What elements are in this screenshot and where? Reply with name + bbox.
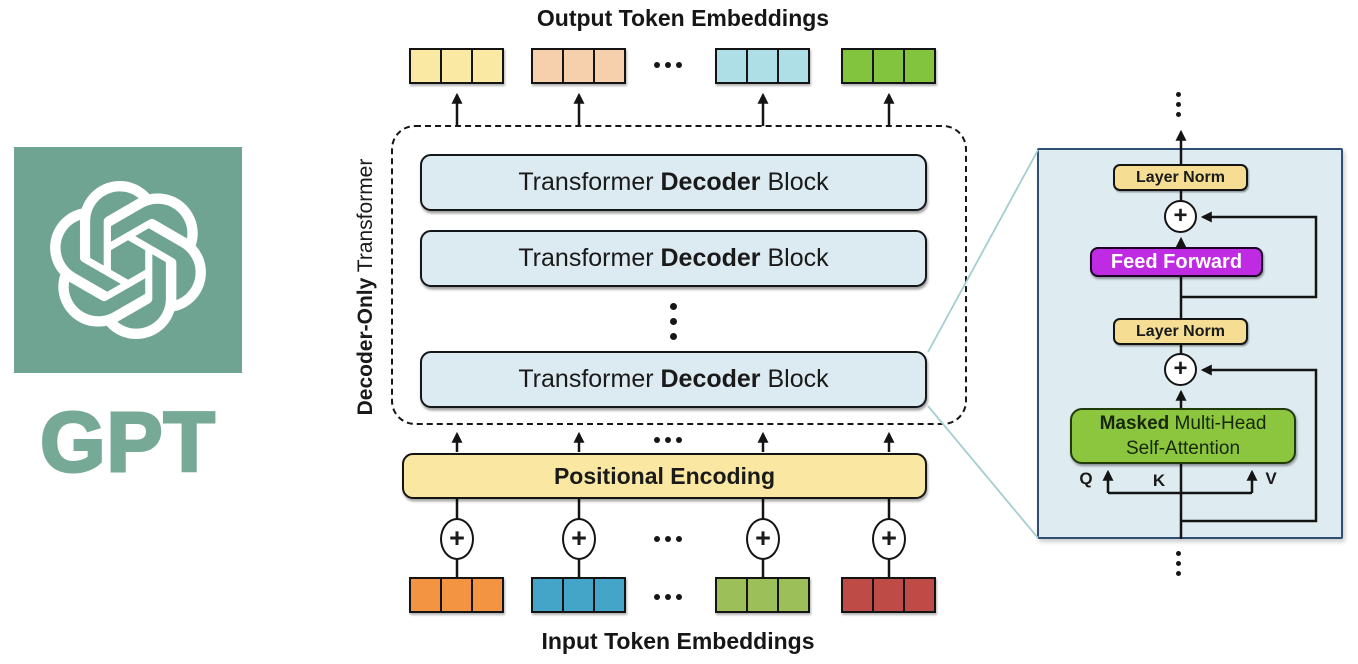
token-cell [440,579,471,611]
block-text-suffix: Block [760,365,829,393]
token-cell [746,50,777,82]
transformer-decoder-block-n: Transformer Decoder Block [420,351,927,408]
add-positional-encoding-4: + [872,518,906,560]
token-cell [411,579,440,611]
input-token-embedding-1 [409,577,504,613]
vertical-ellipsis-icon [1176,92,1181,117]
zoom-lens-lines [927,149,1039,539]
vertical-ellipsis-icon [1176,551,1181,576]
transformer-decoder-block-1: Transformer Decoder Block [420,154,927,211]
layer-norm-bottom: Layer Norm [1113,318,1248,345]
output-token-embedding-4 [841,48,936,84]
container-label-bold: Decoder-Only [354,277,377,416]
output-token-embedding-2 [531,48,626,84]
token-cell [872,50,903,82]
block-text-bold: Decoder [660,168,761,196]
query-label: Q [1079,469,1093,488]
block-text-bold: Decoder [660,244,761,272]
token-cell [717,579,746,611]
add-positional-encoding-2: + [562,518,596,560]
residual-connection-bottom [1181,364,1318,523]
vertical-ellipsis-icon [670,303,677,340]
attention-text-rest: Multi-Head [1169,413,1267,434]
token-cell [471,579,502,611]
token-cell [411,50,440,82]
block-text-prefix: Transformer [518,168,661,196]
openai-logo-square [14,147,242,373]
input-token-embedding-4 [841,577,936,613]
block-text-suffix: Block [760,168,829,196]
transformer-decoder-block-2: Transformer Decoder Block [420,230,927,287]
residual-connection-top [1181,211,1318,299]
token-cell [843,579,872,611]
residual-add-top: + [1164,200,1197,233]
token-cell [533,579,562,611]
layer-norm-top: Layer Norm [1113,164,1248,191]
container-label-regular: Transformer [354,158,377,278]
token-cell [872,579,903,611]
token-cell [562,50,593,82]
input-token-embedding-3 [715,577,810,613]
decoder-only-transformer-label: Decoder-Only Transformer [351,127,381,447]
block-text-prefix: Transformer [518,244,661,272]
block-text-suffix: Block [760,244,829,272]
token-cell [562,579,593,611]
value-label: V [1265,469,1277,488]
token-cell [471,50,502,82]
token-cell [843,50,872,82]
output-token-embedding-3 [715,48,810,84]
add-positional-encoding-1: + [440,518,474,560]
horizontal-ellipsis-icon [654,62,682,68]
block-text-prefix: Transformer [518,365,661,393]
output-token-embeddings-label: Output Token Embeddings [536,5,830,31]
attention-text-bold: Masked [1099,413,1170,434]
positional-encoding-bar: Positional Encoding [402,453,927,499]
input-token-embedding-2 [531,577,626,613]
token-cell [717,50,746,82]
horizontal-ellipsis-icon [654,536,682,542]
attention-line-1: Masked Multi-Head [1100,411,1267,436]
decoder-only-transformer-container [391,125,967,425]
input-token-embeddings-label: Input Token Embeddings [541,628,815,654]
add-positional-encoding-3: + [746,518,780,560]
token-cell [903,579,934,611]
token-cell [746,579,777,611]
token-cell [777,50,808,82]
token-cell [903,50,934,82]
feed-forward-box: Feed Forward [1090,247,1263,277]
token-cell [777,579,808,611]
horizontal-ellipsis-icon [654,437,682,443]
openai-logo-icon [50,181,206,339]
token-cell [593,50,624,82]
token-cell [533,50,562,82]
horizontal-ellipsis-icon [654,594,682,600]
block-text-bold: Decoder [660,365,761,393]
residual-add-bottom: + [1164,353,1197,386]
token-cell [440,50,471,82]
token-cell [593,579,624,611]
gpt-wordmark: GPT [39,393,217,490]
output-token-embedding-1 [409,48,504,84]
key-label: K [1152,471,1166,490]
attention-line-2: Self-Attention [1125,438,1241,459]
masked-multi-head-self-attention-box: Masked Multi-Head Self-Attention [1070,408,1296,464]
